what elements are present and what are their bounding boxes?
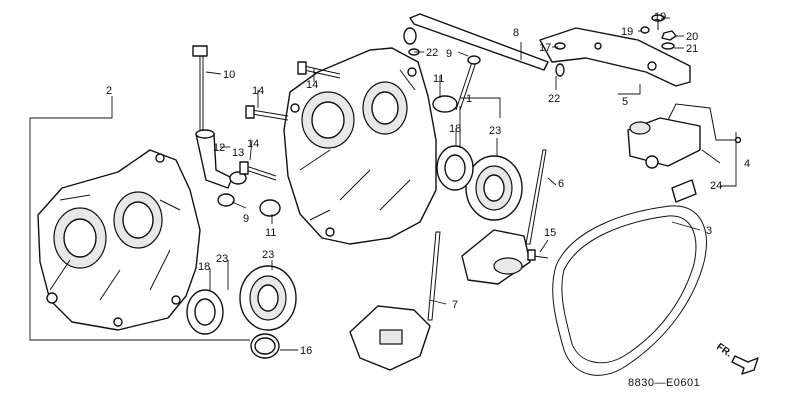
leader-lines	[29, 17, 737, 351]
callout-11-left: 11	[265, 227, 276, 239]
bearing-left	[239, 265, 297, 331]
callout-22-right: 22	[548, 93, 560, 105]
oil-seal-11-left	[259, 199, 281, 217]
oil-level-switch	[627, 103, 742, 169]
spring-9-left	[217, 193, 235, 207]
figure-code: 8830—E0601	[628, 377, 700, 389]
callout-13: 13	[232, 147, 244, 159]
oil-filler-tube-12	[195, 129, 233, 189]
crankcase-right	[283, 47, 437, 245]
callout-4: 4	[744, 158, 750, 170]
callout-7: 7	[452, 299, 458, 311]
holder-plate	[349, 231, 441, 371]
bolt-15	[527, 249, 549, 261]
bracket	[539, 27, 691, 87]
o-ring-16	[250, 333, 280, 359]
callout-14-top: 14	[306, 79, 318, 91]
callout-10: 10	[223, 69, 235, 81]
callout-14-mid: 14	[252, 85, 264, 97]
callout-16: 16	[300, 345, 312, 357]
callout-9-right: 9	[446, 48, 452, 60]
callout-2: 2	[106, 85, 112, 97]
callout-22-top: 22	[426, 47, 438, 59]
callout-12: 12	[213, 142, 225, 154]
oil-pipe	[461, 149, 547, 285]
callout-5: 5	[622, 96, 628, 108]
callout-14-low: 14	[247, 138, 259, 150]
spring-9-right	[455, 55, 481, 111]
breather-tube	[403, 13, 549, 71]
callout-18-right: 18	[449, 123, 461, 135]
bolt-14b	[245, 105, 289, 121]
callout-labels: 2 1 3 4 5 6 7 8 9 9 10 11 11 12 13 14 14…	[106, 11, 750, 357]
callout-9-left: 9	[243, 213, 249, 225]
callout-15: 15	[544, 227, 556, 239]
callout-18-left: 18	[198, 261, 210, 273]
callout-19-bottom: 19	[621, 26, 633, 38]
case-cover-left	[37, 149, 201, 331]
oil-seal-right	[436, 145, 474, 191]
callout-6: 6	[558, 178, 564, 190]
bearing-right	[465, 155, 523, 221]
dipstick-10	[192, 45, 208, 132]
oil-seal-left	[186, 289, 224, 335]
callout-1: 1	[466, 93, 472, 105]
callout-21: 21	[686, 43, 698, 55]
bolt-14a	[297, 61, 341, 79]
clamp-13	[229, 171, 247, 185]
callout-11-right: 11	[433, 73, 444, 85]
callout-8: 8	[513, 27, 519, 39]
clip-22b	[555, 63, 565, 77]
callout-23-right: 23	[489, 125, 501, 137]
washer-24	[671, 179, 697, 203]
callout-23-left-b: 23	[262, 249, 274, 261]
bolt-14c	[239, 161, 277, 181]
clip-17	[554, 42, 566, 50]
oil-seal-11-right	[432, 95, 458, 113]
front-direction-label: FR.	[714, 341, 734, 359]
front-direction-arrow: FR.	[714, 341, 759, 375]
callout-24: 24	[710, 180, 722, 192]
callout-17: 17	[539, 42, 551, 54]
callout-23-left-a: 23	[216, 253, 228, 265]
callout-20: 20	[686, 31, 698, 43]
callout-19-top: 19	[654, 11, 666, 23]
callout-3: 3	[706, 225, 712, 237]
washer-21	[661, 42, 675, 50]
nut-20	[661, 30, 677, 41]
gasket	[552, 205, 707, 376]
screw-19b	[640, 26, 650, 34]
